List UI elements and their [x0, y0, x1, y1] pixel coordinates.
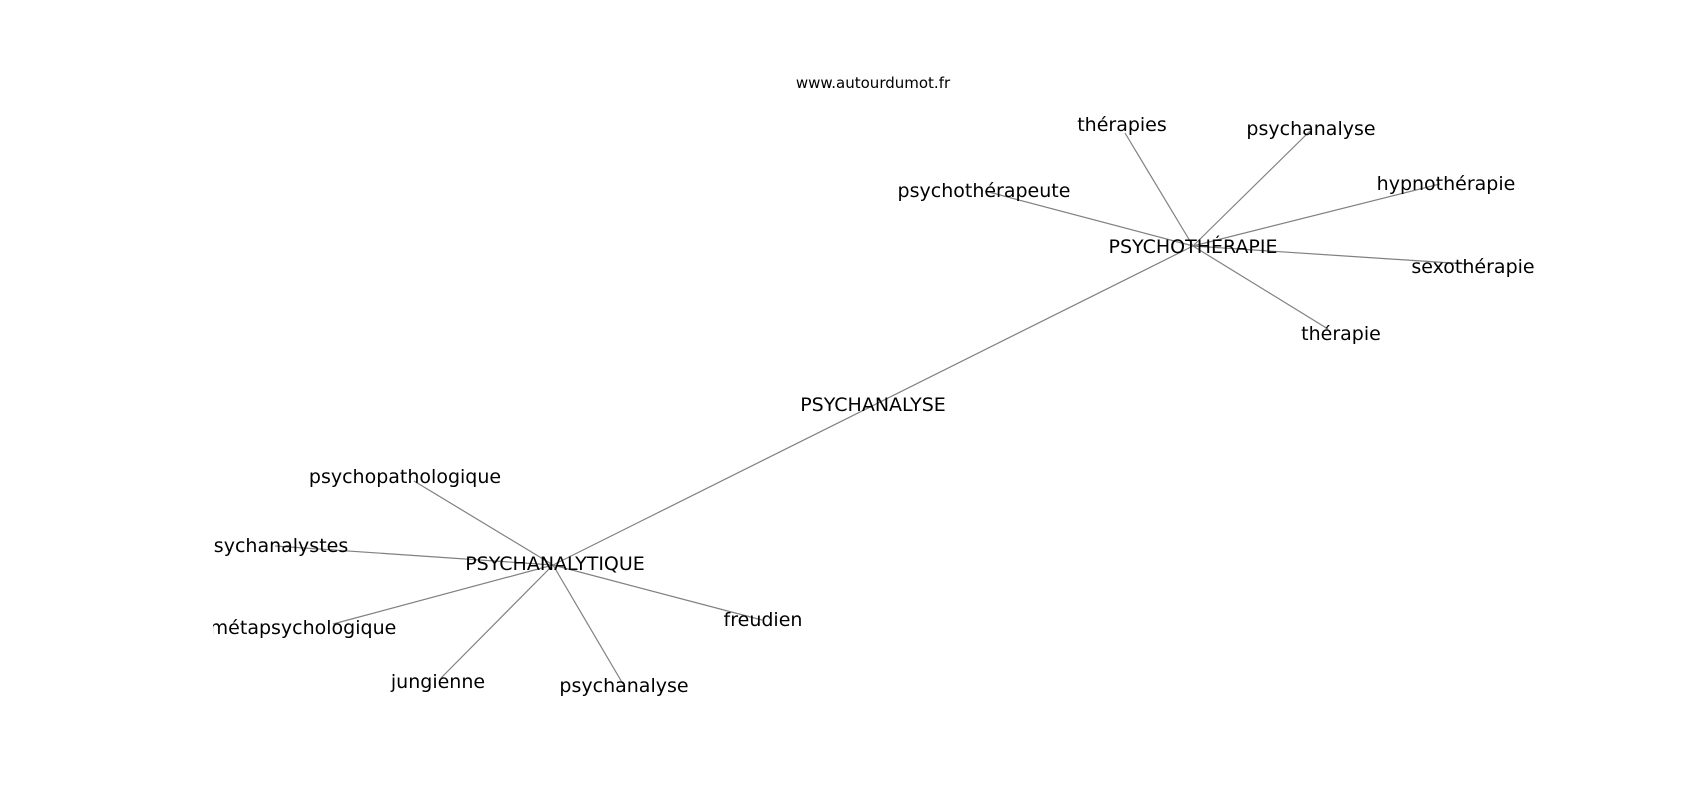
edge-psychanalytique-psychopathologique [413, 480, 554, 566]
watermark: www.autourdumot.fr [796, 74, 951, 92]
node-psychopathologique[interactable]: psychopathologique [309, 466, 501, 488]
graph-labels: PSYCHANALYSE PSYCHOTHÉRAPIE thérapies ps… [202, 114, 1534, 697]
edge-psychanalytique-psychanalystes [274, 545, 554, 566]
edge-psychanalytique-psychanalyse [552, 564, 624, 685]
node-therapies[interactable]: thérapies [1077, 114, 1167, 136]
node-jungienne[interactable]: jungienne [390, 671, 485, 693]
node-sexotherapie[interactable]: sexothérapie [1411, 256, 1534, 278]
edge-psychotherapie-therapies [1124, 132, 1194, 247]
edge-psychanalytique-freudien [552, 564, 763, 621]
node-hub-psychotherapie[interactable]: PSYCHOTHÉRAPIE [1109, 235, 1278, 258]
node-metapsychologique[interactable]: métapsychologique [210, 617, 397, 639]
node-hypnotherapie[interactable]: hypnothérapie [1377, 173, 1516, 195]
edge-psychotherapie-sexotherapie [1192, 245, 1468, 265]
node-center[interactable]: PSYCHANALYSE [800, 394, 946, 416]
graph-edges [274, 130, 1468, 685]
node-freudien[interactable]: freudien [724, 609, 803, 631]
edge-psychotherapie-hypnotherapie [1192, 183, 1441, 247]
edge-psychotherapie-therapie [1192, 245, 1329, 330]
node-psychanalystes[interactable]: psychanalystes [202, 535, 348, 557]
node-psychotherapeute[interactable]: psychothérapeute [898, 180, 1071, 202]
edge-psychanalytique-metapsychologique [332, 564, 554, 625]
node-psychanalyse[interactable]: psychanalyse [559, 675, 688, 697]
node-psychanalyse[interactable]: psychanalyse [1246, 118, 1375, 140]
node-therapie[interactable]: thérapie [1301, 323, 1381, 345]
node-hub-psychanalytique[interactable]: PSYCHANALYTIQUE [465, 553, 645, 575]
edge-psychanalytique-psychotherapie [552, 245, 1194, 566]
edge-psychotherapie-psychanalyse [1192, 130, 1311, 247]
edge-psychotherapie-psychotherapeute [984, 190, 1194, 247]
edge-psychanalytique-jungienne [440, 564, 554, 679]
